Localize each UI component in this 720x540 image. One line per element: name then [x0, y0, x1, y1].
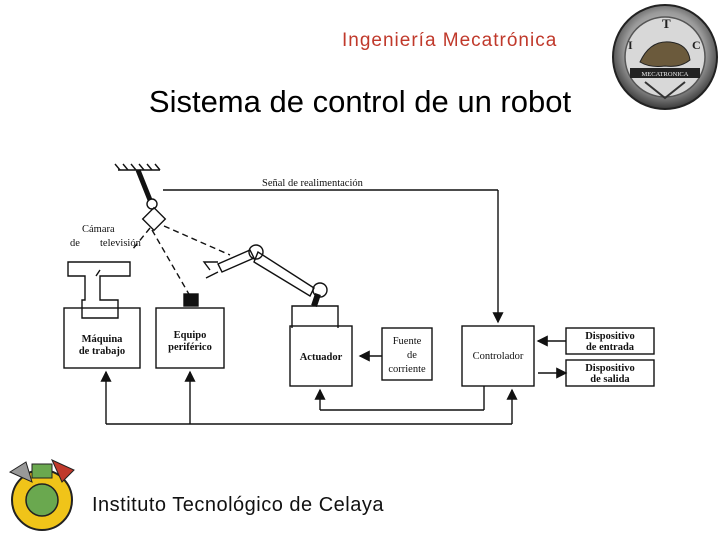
robot-control-diagram: Señal de realimentación Cámara de televi… [63, 163, 655, 425]
logo-banner [630, 68, 700, 78]
machine-tool-icon [67, 261, 131, 319]
feedback-label: Señal de realimentación [262, 178, 364, 189]
controller-label: Controlador [473, 351, 524, 362]
peripheral-part [183, 293, 199, 307]
footer-institution: Instituto Tecnológico de Celaya [92, 494, 384, 516]
header-brand: Ingeniería Mecatrónica [342, 30, 558, 51]
logo-letter-c: C [692, 38, 701, 52]
output-label-1: Dispositivo [585, 363, 635, 374]
camera-label-2: de [70, 238, 80, 249]
peripheral-label-2: periférico [168, 342, 212, 353]
robot-upper-arm [253, 250, 315, 297]
input-label-1: Dispositivo [585, 331, 635, 342]
logo-letter-i: I [628, 38, 633, 52]
machine-label-1: Máquina [82, 334, 124, 345]
robot-elbow-joint [248, 244, 264, 260]
peripheral-box [155, 307, 225, 369]
camera-label-3: televisión [100, 238, 142, 249]
controller-box [461, 325, 535, 387]
robot-forearm [217, 249, 255, 273]
camera-icon [141, 206, 167, 232]
machine-label-2: de trabajo [79, 346, 125, 357]
logo-mascot [639, 41, 691, 67]
machine-box [63, 307, 141, 369]
peripheral-label-1: Equipo [174, 330, 207, 341]
camera-label-1: Cámara [82, 224, 115, 235]
logo-banner-text: MECATRONICA [642, 71, 689, 78]
power-label-1: Fuente [393, 336, 422, 347]
camera-arm [135, 169, 153, 201]
actuator-label: Actuador [300, 352, 343, 363]
input-label-2: de entrada [586, 342, 635, 353]
itc-institution-logo [8, 458, 75, 531]
itc-mecatronica-logo: T I C MECATRONICA [612, 4, 718, 110]
power-source-box [381, 327, 433, 381]
power-label-2: de [407, 350, 417, 361]
output-label-2: de salida [590, 374, 630, 385]
actuator-box [289, 325, 353, 387]
robot-gripper [202, 261, 219, 279]
slide-title: Sistema de control de un robot [148, 84, 572, 119]
logo-letter-t: T [662, 16, 671, 31]
power-label-3: corriente [388, 364, 426, 375]
camera-joint [146, 198, 158, 210]
robot-base [291, 305, 339, 328]
